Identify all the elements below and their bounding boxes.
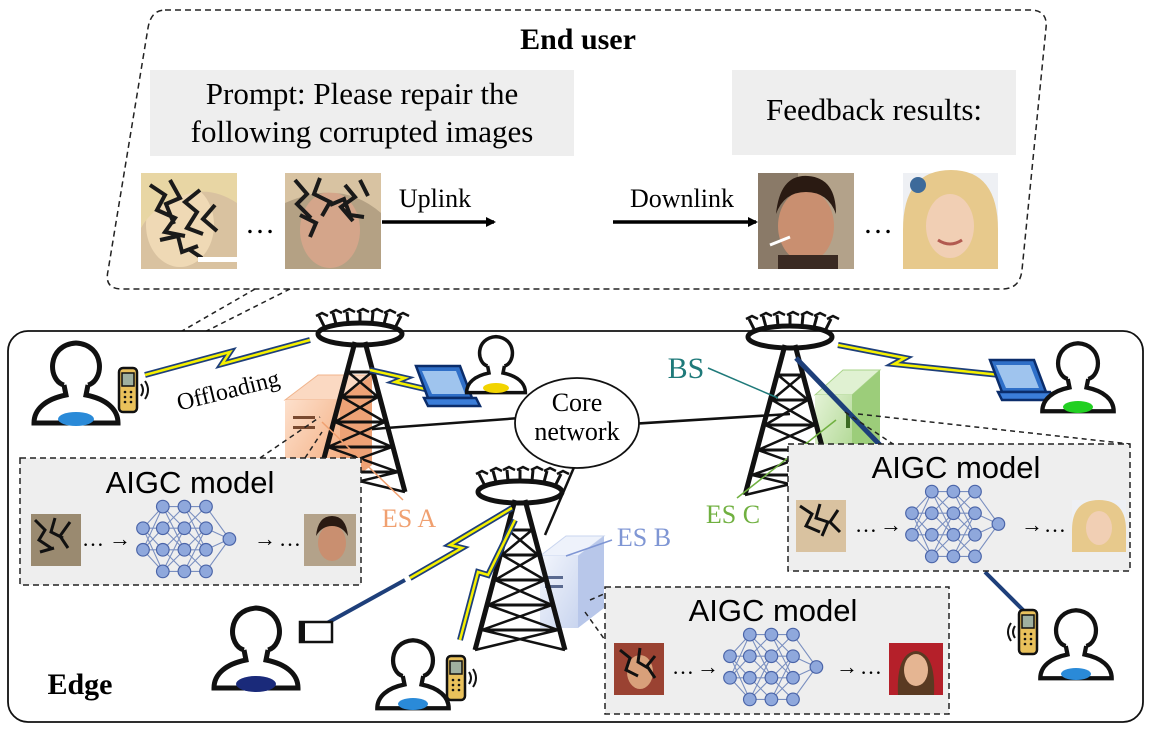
ellipsis-input: … [245, 207, 275, 240]
repaired-image-2 [903, 170, 998, 269]
flow-arrow: → [880, 512, 902, 537]
flow-dots: … [279, 526, 301, 551]
flow-arrow: → [109, 526, 131, 551]
prompt-line-1: Prompt: Please repair the [206, 76, 519, 111]
uplink-label: Uplink [399, 184, 471, 213]
downlink-label: Downlink [630, 184, 734, 213]
flow-arrow: → [697, 654, 719, 679]
bs-leader [707, 367, 779, 399]
ellipsis-output: … [863, 207, 893, 240]
es-a-label: ES A [382, 504, 436, 533]
flow-dots: … [672, 654, 694, 679]
es-b-label: ES B [617, 523, 671, 552]
flow-arrow: → [1021, 512, 1043, 537]
flow-dots: … [860, 654, 882, 679]
flow-dots: … [855, 512, 877, 537]
prompt-line-2: following corrupted images [191, 114, 534, 149]
es-c-leader [736, 419, 837, 499]
feedback-box [732, 70, 1016, 155]
flow-dots: … [1044, 512, 1066, 537]
user-green [1042, 343, 1113, 413]
end-user-title: End user [520, 23, 636, 56]
core-label-line-2: network [534, 417, 619, 446]
user-blue-bottom [377, 640, 448, 710]
aigc-model-b-title: AIGC model [689, 593, 858, 628]
flow-arrow: → [254, 526, 276, 551]
user-offloading [34, 343, 118, 426]
user-yellow [464, 334, 528, 395]
prompt-box [150, 70, 574, 156]
aigc-model-b: AIGC model … → → … [584, 586, 950, 715]
es-c-label: ES C [706, 500, 760, 529]
core-network [514, 377, 640, 469]
aigc-model-a: AIGC model … → → … [19, 416, 362, 586]
corrupted-image-1 [141, 173, 238, 269]
flow-arrow: → [836, 654, 858, 679]
server-es-b [538, 535, 606, 628]
aigc-model-a-title: AIGC model [106, 465, 275, 500]
bs-label: BS [668, 352, 705, 385]
edge-title: Edge [47, 668, 112, 701]
es-b-leader [565, 539, 613, 557]
user-dark-blue [214, 608, 298, 692]
tablet-icon [298, 620, 334, 644]
repaired-image-1 [758, 173, 854, 269]
user-blue-right [1040, 610, 1111, 680]
es-a-leader [321, 421, 404, 501]
flow-dots: … [82, 526, 104, 551]
core-label-line-1: Core [552, 388, 603, 417]
aigc-model-c-title: AIGC model [872, 450, 1041, 485]
feedback-label: Feedback results: [766, 92, 982, 127]
wireless-links [144, 337, 1027, 641]
corrupted-image-2 [285, 173, 381, 269]
aigc-model-c: AIGC model … → → … [787, 411, 1131, 572]
